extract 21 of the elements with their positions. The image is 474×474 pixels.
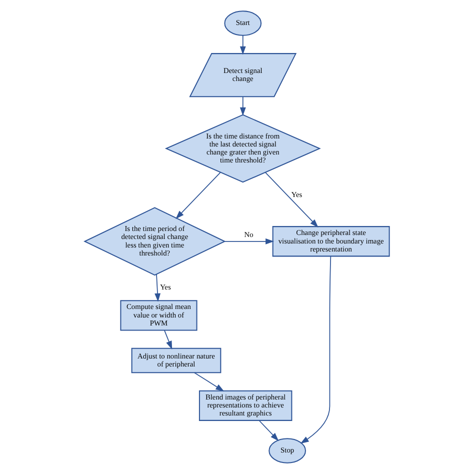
node-box: Change peripheral state visualisation to the boundary image representation (272, 226, 390, 257)
arrow (240, 34, 246, 55)
node-ellipse: Stop (268, 438, 306, 464)
node-ellipse: Start (224, 10, 262, 36)
arrow (154, 274, 161, 302)
node-box: Compute signal mean value or width of PWM (120, 300, 198, 331)
arrow (258, 420, 279, 442)
node-box: Adjust to nonlinear nature of peripheral (131, 348, 222, 374)
arrow (264, 172, 318, 228)
edge-label: Yes (291, 190, 302, 199)
node-box: Blend images of peripheral representations to achieve resultant graphics (198, 390, 292, 421)
arrow (224, 238, 274, 244)
edge-label: No (244, 230, 254, 240)
node-diamond: Is the time period of detected signal change less then given time threshold? (84, 207, 226, 276)
arrow (176, 172, 221, 219)
edge-label: Yes (160, 282, 171, 292)
arrow (194, 372, 224, 392)
arrow (300, 256, 332, 444)
arrow (164, 330, 172, 350)
node-diamond: Is the time distance from the last detected signal change grater then given time threshold? (164, 114, 321, 183)
arrow (240, 96, 246, 116)
